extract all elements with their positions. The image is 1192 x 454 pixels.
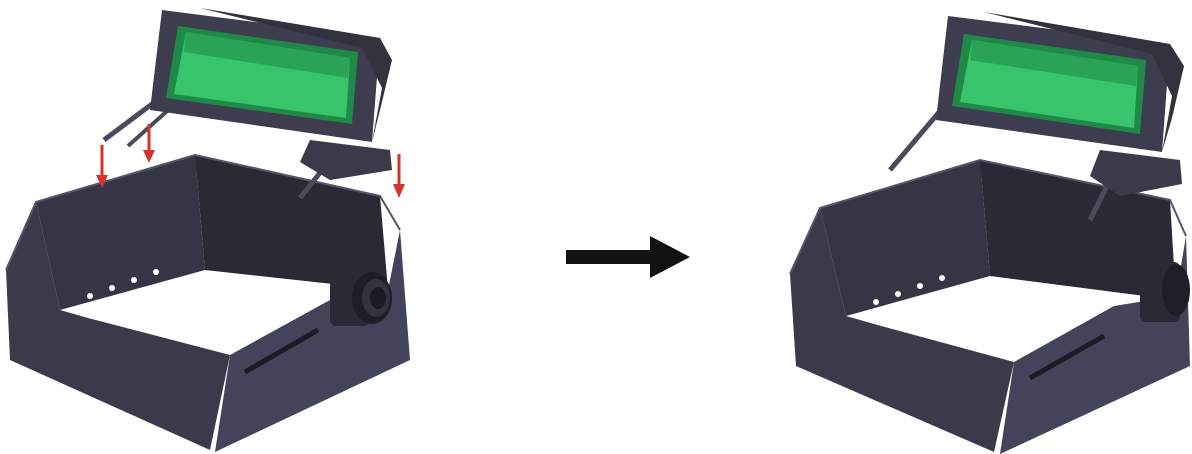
housing-hole [87, 293, 93, 299]
housing-hole [109, 285, 115, 291]
insertion-arrow-icon [393, 154, 405, 198]
housing-hole [895, 291, 901, 297]
housing-hole [873, 299, 879, 305]
hood-shelf [300, 140, 392, 180]
right-arrow-icon [566, 236, 690, 278]
connector [1140, 262, 1190, 322]
housing-hole [153, 269, 159, 275]
step-exploded [6, 8, 410, 452]
housing-hole [939, 275, 945, 281]
housing-box [6, 155, 410, 452]
housing-hole [131, 277, 137, 283]
step-assembled [790, 12, 1190, 454]
housing-box [790, 160, 1190, 454]
housing-hole [917, 283, 923, 289]
